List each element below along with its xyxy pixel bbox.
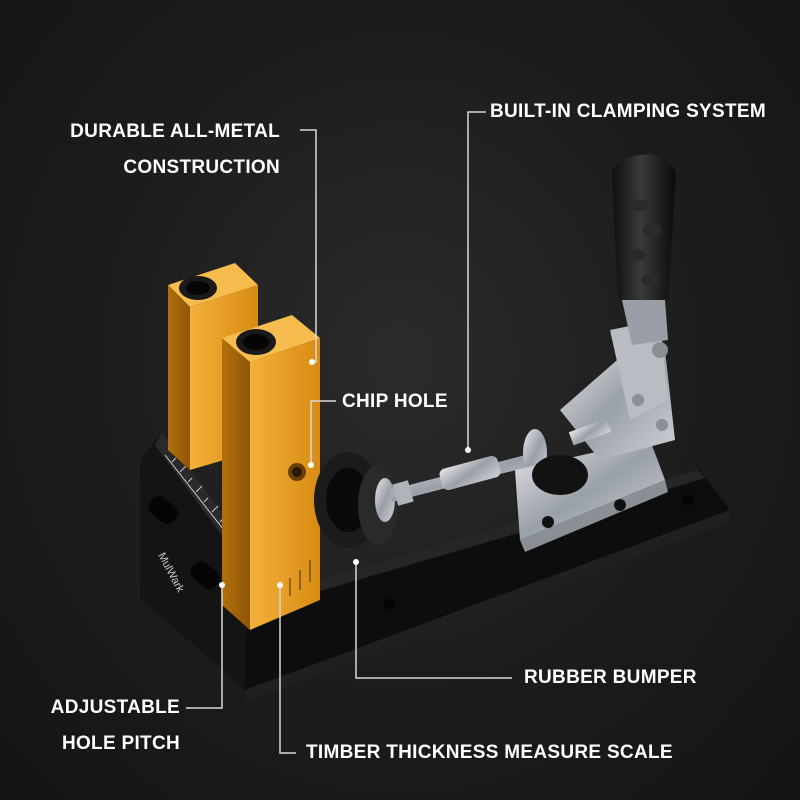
toggle-clamp [515,320,675,552]
guide-block-front [222,315,320,630]
callout-pitch-line2: HOLE PITCH [61,733,180,754]
callout-line-pitch [186,585,223,709]
callout-metal: DURABLE ALL-METAL CONSTRUCTION [70,114,280,186]
callout-pitch: ADJUSTABLE HOLE PITCH [51,690,180,762]
callout-line-scale [279,585,296,754]
clamp-handle [612,154,676,345]
callout-line-bumper [355,562,512,679]
callout-metal-line1: DURABLE ALL-METAL [70,121,280,142]
callout-clamp: BUILT-IN CLAMPING SYSTEM [490,101,767,122]
callout-pitch-line1: ADJUSTABLE [50,697,180,718]
callout-line-chip [310,400,336,465]
callout-line-clamp [467,111,486,450]
callout-bumper: RUBBER BUMPER [524,667,697,688]
callout-metal-line2: CONSTRUCTION [123,157,280,178]
rubber-bumper [314,452,398,548]
callout-scale: TIMBER THICKNESS MEASURE SCALE [306,742,673,763]
callout-chip: CHIP HOLE [342,391,448,412]
